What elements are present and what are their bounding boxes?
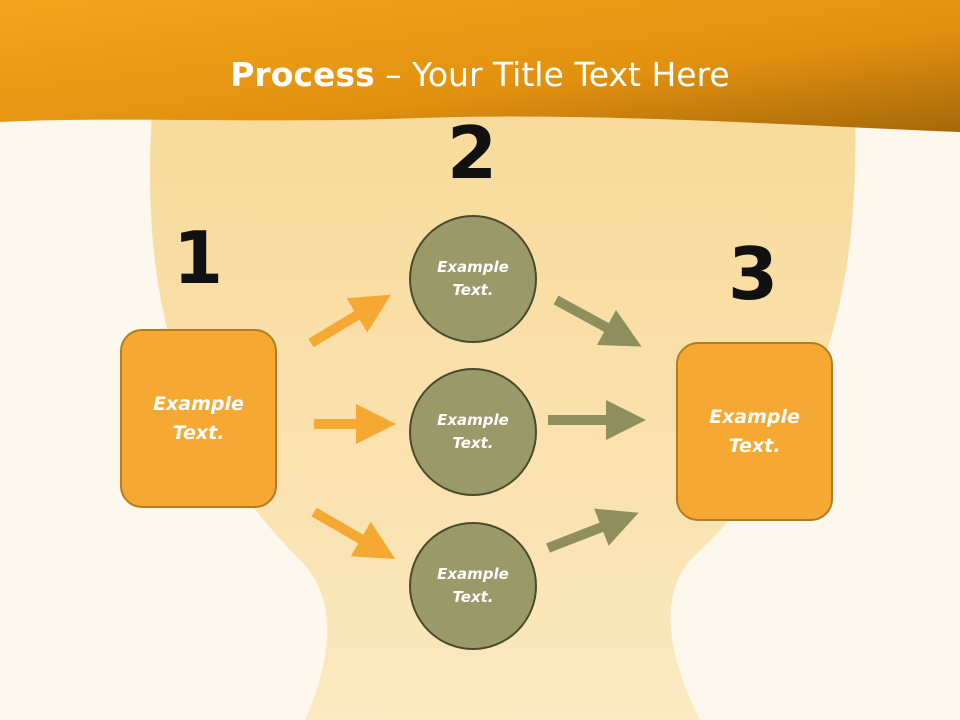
title-rest: – Your Title Text Here — [374, 55, 730, 94]
step-number-2: 2 — [446, 111, 498, 195]
circle-1: Example Text. — [409, 215, 537, 343]
title-bold: Process — [230, 55, 375, 94]
left-box-text: Example Text. — [153, 392, 244, 444]
circle-1-text: Example Text. — [437, 258, 509, 299]
step-number-3: 3 — [727, 232, 779, 316]
slide-title: Process – Your Title Text Here — [0, 52, 960, 98]
circle-3: Example Text. — [409, 522, 537, 650]
circle-2: Example Text. — [409, 368, 537, 496]
right-box-text: Example Text. — [709, 405, 800, 457]
circle-2-text: Example Text. — [437, 411, 509, 452]
left-box: Example Text. — [120, 329, 277, 508]
circle-3-text: Example Text. — [437, 565, 509, 606]
arrow-circle-3-to-right — [546, 508, 639, 553]
arrow-circle-1-to-right — [553, 295, 642, 347]
step-number-1: 1 — [172, 216, 224, 300]
arrow-left-to-circle-3 — [311, 507, 396, 560]
header-band — [0, 0, 960, 132]
right-box: Example Text. — [676, 342, 833, 521]
arrow-left-to-circle-1 — [308, 294, 392, 348]
